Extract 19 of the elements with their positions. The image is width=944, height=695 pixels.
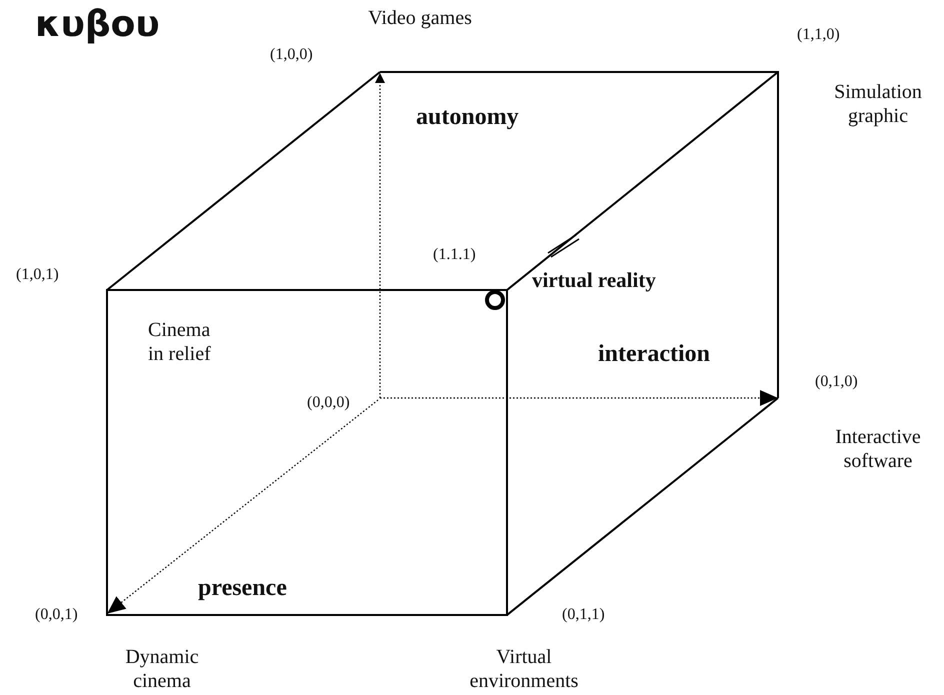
heading: κυβου — [35, 3, 160, 47]
coordinate-label: (1.1.1) — [433, 245, 476, 264]
coordinate-label: (0,1,1) — [562, 605, 605, 624]
coordinate-label: (0,0,0) — [307, 393, 350, 412]
coordinate-label: (1,0,1) — [16, 265, 59, 284]
corner-label: Simulation graphic — [833, 80, 923, 128]
axis-label: presence — [198, 574, 287, 603]
corner-label: virtual reality — [532, 268, 656, 294]
coordinate-label: (0,0,1) — [35, 605, 78, 624]
corner-label: Interactive software — [834, 425, 922, 473]
axis-label: autonomy — [416, 103, 519, 132]
coordinate-label: (1,0,0) — [270, 45, 313, 64]
corner-label: Virtual environments — [468, 645, 580, 693]
coordinate-label: (1,1,0) — [797, 25, 840, 44]
axis-label: interaction — [598, 340, 710, 369]
coordinate-label: (0,1,0) — [815, 372, 858, 392]
corner-label: Cinema in relief — [148, 318, 212, 366]
corner-label: Dynamic cinema — [124, 645, 200, 693]
corner-label: Video games — [367, 6, 473, 30]
